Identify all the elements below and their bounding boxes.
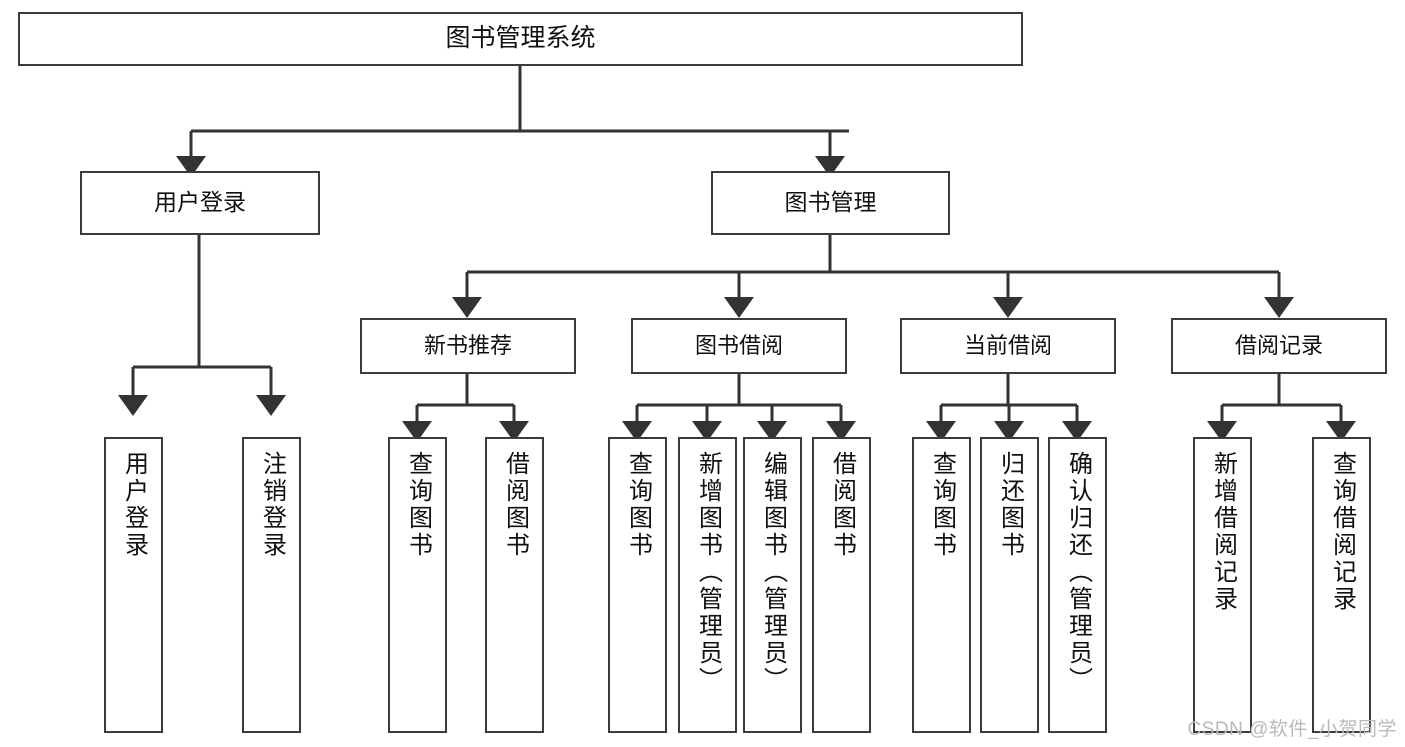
leaf-add-borrow-record[interactable]: 新增借阅记录 [1193,437,1252,733]
node-current-borrow[interactable]: 当前借阅 [900,318,1116,374]
node-label: 当前借阅 [963,333,1052,359]
node-label: 查询图书 [928,451,956,559]
leaf-query-borrow-record[interactable]: 查询借阅记录 [1312,437,1371,733]
node-label: 查询借阅记录 [1328,451,1356,613]
node-label: 新增图书（管理员） [694,451,722,694]
node-new-book-recommend[interactable]: 新书推荐 [360,318,576,374]
node-borrow-record[interactable]: 借阅记录 [1171,318,1387,374]
node-label: 借阅图书 [501,451,529,559]
node-label: 确认归还（管理员） [1064,451,1092,694]
node-root-system[interactable]: 图书管理系统 [18,12,1023,66]
node-label: 图书管理 [784,189,877,216]
node-label: 用户登录 [154,189,246,216]
node-label: 借阅图书 [828,451,856,559]
leaf-user-login[interactable]: 用户登录 [104,437,163,733]
node-label: 新书推荐 [423,333,512,359]
node-label: 查询图书 [624,451,652,559]
node-label: 归还图书 [996,451,1024,559]
node-label: 新增借阅记录 [1209,451,1237,613]
leaf-return-book[interactable]: 归还图书 [980,437,1039,733]
node-label: 注销登录 [258,451,286,559]
node-label: 借阅记录 [1234,333,1323,359]
node-label: 用户登录 [120,451,148,559]
node-label: 编辑图书（管理员） [759,451,787,694]
leaf-add-book-admin[interactable]: 新增图书（管理员） [678,437,737,733]
leaf-logout-login[interactable]: 注销登录 [242,437,301,733]
node-user-login[interactable]: 用户登录 [80,171,320,235]
node-label: 图书借阅 [694,333,783,359]
node-label: 查询图书 [404,451,432,559]
leaf-borrow-book[interactable]: 借阅图书 [812,437,871,733]
leaf-confirm-return-admin[interactable]: 确认归还（管理员） [1048,437,1107,733]
leaf-query-book-current[interactable]: 查询图书 [912,437,971,733]
leaf-query-book-recommend[interactable]: 查询图书 [388,437,447,733]
leaf-query-book-borrow[interactable]: 查询图书 [608,437,667,733]
leaf-borrow-book-recommend[interactable]: 借阅图书 [485,437,544,733]
node-label: 图书管理系统 [445,24,596,53]
node-book-management[interactable]: 图书管理 [711,171,950,235]
leaf-edit-book-admin[interactable]: 编辑图书（管理员） [743,437,802,733]
node-book-borrow[interactable]: 图书借阅 [631,318,847,374]
